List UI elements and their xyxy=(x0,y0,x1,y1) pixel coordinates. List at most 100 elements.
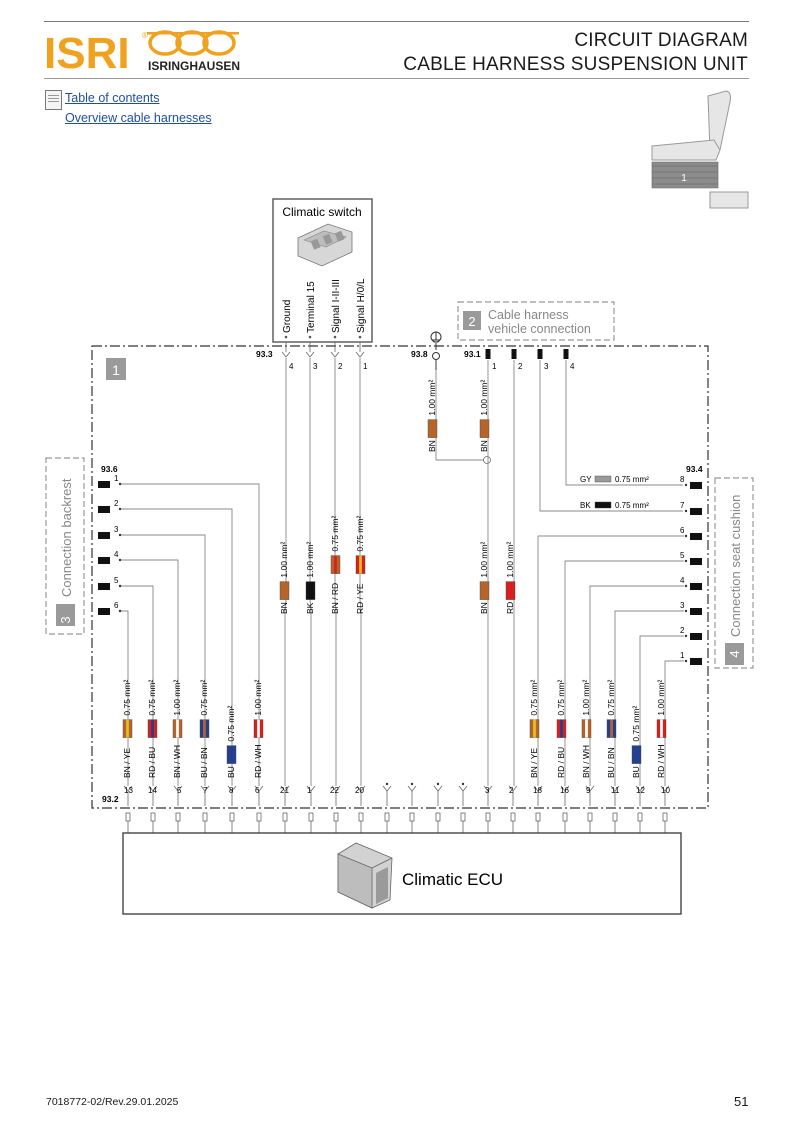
seat-cushion-number: 4 xyxy=(727,650,742,657)
climatic-switch-title: Climatic switch xyxy=(282,205,361,219)
backrest-pin-number: 4 xyxy=(114,550,119,559)
overview-link[interactable]: Overview cable harnesses xyxy=(65,111,212,125)
cushion-wire-label-color: BN / WH xyxy=(581,745,591,778)
climatic-ecu-box xyxy=(122,832,682,915)
cushion-pin-number: 7 xyxy=(680,501,685,510)
backrest-pin-dot xyxy=(118,533,122,537)
switch-wire-label-color: BK xyxy=(305,602,315,614)
toc-link[interactable]: Table of contents xyxy=(65,91,160,105)
harness-pin xyxy=(537,349,543,359)
bottom-pin-label: 18 xyxy=(533,786,542,795)
bk-wire-swatch xyxy=(594,501,612,509)
cushion-wire-label-swatch xyxy=(656,719,667,738)
terminal-dot xyxy=(461,782,465,786)
cushion-pin-number: 2 xyxy=(680,626,685,635)
terminal-fork xyxy=(533,785,543,792)
cushion-wire-label-color: BU xyxy=(631,766,641,778)
seat-cushion-label: Connection seat cushion xyxy=(728,495,743,637)
document-icon[interactable] xyxy=(45,90,62,110)
climatic-switch-box xyxy=(272,198,373,343)
backrest-wire-label-swatch xyxy=(226,745,237,764)
cushion-pin xyxy=(690,608,702,615)
ecu-pin xyxy=(409,812,415,822)
harness-pin-number: 1 xyxy=(492,362,497,371)
cushion-pin xyxy=(690,508,702,515)
switch-pin-labels: Ground Terminal 15 Signal I-II-III Signa… xyxy=(282,278,367,333)
switch-wire-label-swatch xyxy=(279,581,290,600)
terminal-fork xyxy=(200,785,210,792)
backrest-wire xyxy=(121,534,206,786)
ecu-pin xyxy=(562,812,568,822)
switch-terminal-fork xyxy=(281,351,291,358)
cushion-pin-number: 8 xyxy=(680,475,685,484)
terminal-dot xyxy=(410,782,414,786)
ecu-pin xyxy=(587,812,593,822)
terminal-dot xyxy=(385,782,389,786)
harness-rd-label-color: RD xyxy=(505,602,515,614)
bottom-pin-label: 5 xyxy=(177,786,182,795)
ecu-pin xyxy=(460,812,466,822)
backrest-pin-dot xyxy=(118,482,122,486)
terminal-fork xyxy=(483,785,493,792)
cable-harness-line2: vehicle connection xyxy=(488,322,591,336)
ecu-pin xyxy=(637,812,643,822)
switch-terminal-fork xyxy=(355,351,365,358)
ground-wire-label-color: BN xyxy=(427,440,437,452)
backrest-pin-number: 3 xyxy=(114,525,119,534)
switch-wire-label-swatch xyxy=(305,581,316,600)
backrest-wire-label-size: 1.00 mm² xyxy=(172,680,182,716)
backrest-wire-label-color: RD / BU xyxy=(147,747,157,778)
backrest-wire-label-color: BU xyxy=(226,766,236,778)
ecu-pin xyxy=(175,812,181,822)
switch-terminal-fork xyxy=(305,351,315,358)
cushion-wire-label-size: 1.00 mm² xyxy=(581,680,591,716)
cushion-wire-label-size: 0.75 mm² xyxy=(631,706,641,742)
cushion-wire-label-size: 0.75 mm² xyxy=(606,680,616,716)
seat-thumbnail[interactable]: 1 xyxy=(648,88,750,210)
terminal-fork xyxy=(356,785,366,792)
ground-symbol-icon xyxy=(430,331,442,370)
backrest-wire-label-size: 0.75 mm² xyxy=(199,680,209,716)
ground-wire-label-swatch xyxy=(427,419,438,438)
cushion-wire xyxy=(537,535,684,786)
harness-pin-number: 3 xyxy=(544,362,549,371)
cushion-wire-label-swatch xyxy=(556,719,567,738)
ecu-pin xyxy=(256,812,262,822)
switch-pin-signal-hol: Signal H/0/L xyxy=(356,278,367,333)
harness-rd-label-swatch xyxy=(505,581,516,600)
switch-pin-number: 1 xyxy=(363,362,368,371)
terminal-fork xyxy=(123,785,133,792)
climatic-ecu-label: Climatic ECU xyxy=(402,870,503,889)
connector-93-8: 93.8 xyxy=(411,349,428,359)
cushion-wire xyxy=(589,585,684,786)
cushion-pin-dot xyxy=(684,559,688,563)
seat-icon: 1 xyxy=(651,90,749,209)
switch-wire-label-size: 0.75 mm² xyxy=(330,516,340,552)
isri-logo: ISRI ® ISRINGHAUSEN xyxy=(44,28,244,78)
switch-terminal-fork xyxy=(330,351,340,358)
bottom-pin-label: 10 xyxy=(661,786,670,795)
backrest-pin-number: 2 xyxy=(114,499,119,508)
bk-wire-size: 0.75 mm² xyxy=(615,501,649,510)
ecu-pin xyxy=(435,812,441,822)
ecu-pin xyxy=(308,812,314,822)
backrest-wire-label-swatch xyxy=(253,719,264,738)
backrest-wire xyxy=(121,483,260,786)
ecu-pin xyxy=(535,812,541,822)
switch-pin-terminal15: Terminal 15 xyxy=(306,281,317,333)
cushion-wire-label-swatch xyxy=(529,719,540,738)
terminal-dot xyxy=(436,782,440,786)
switch-wire-label-color: RD / YE xyxy=(355,583,365,614)
bottom-pin-label: 9 xyxy=(586,786,591,795)
page-number: 51 xyxy=(734,1094,749,1109)
cushion-wire xyxy=(664,660,684,786)
terminal-fork xyxy=(254,785,264,792)
bottom-pin-label: 2 xyxy=(509,786,514,795)
backrest-pin xyxy=(98,557,110,564)
harness-pin xyxy=(511,349,517,359)
cushion-pin-number: 5 xyxy=(680,551,685,560)
switch-wire-label-color: BN xyxy=(279,602,289,614)
seat-cushion-box xyxy=(714,477,754,669)
terminal-fork xyxy=(508,785,518,792)
terminal-fork xyxy=(660,785,670,792)
